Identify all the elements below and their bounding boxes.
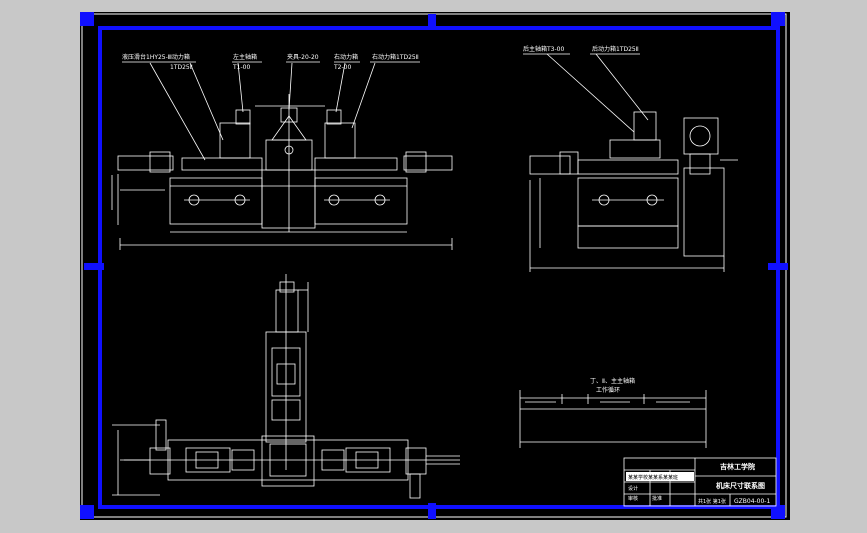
title-block-school: 吉林工学院 <box>720 462 755 471</box>
frame-handles[interactable] <box>80 12 788 519</box>
label-right-power-box: 右动力箱 <box>334 53 358 61</box>
cycle-title: 丁、Ⅱ、主主轴箱 <box>590 377 635 385</box>
work-cycle-diagram <box>519 390 707 448</box>
label-rear-spindle-box: 后主轴箱T3-00 <box>523 45 564 53</box>
sheet-background <box>80 12 790 520</box>
title-block-stamp: 某某学校某某系某某班 <box>628 474 678 481</box>
title-block-row-design: 设计 <box>628 485 638 492</box>
plan-view-drawing <box>112 274 460 499</box>
title-block-row-review: 审核 <box>628 495 638 502</box>
front-view-drawing <box>111 61 453 250</box>
title-block-row-approve: 批准 <box>652 495 662 502</box>
title-block <box>623 457 777 507</box>
label-right-spindle-code: T2-00 <box>333 64 351 71</box>
label-right-power-box-type: 右动力箱1TD25Ⅱ <box>372 53 419 61</box>
title-block-drawing-no: GZB04-00-1 <box>734 498 770 505</box>
label-fixture: 夹具-20-20 <box>287 53 319 61</box>
label-hydraulic-slide: 液压滑台1HY25-Ⅲ动力箱 <box>122 53 190 61</box>
title-block-drawing-name: 机床尺寸联系图 <box>716 481 765 490</box>
cycle-subtitle: 工作循环 <box>596 386 620 394</box>
label-power-box-left: 1TD25Ⅱ <box>170 64 193 71</box>
label-left-spindle-code: T1-00 <box>232 64 250 71</box>
label-rear-power-box: 后动力箱1TD25Ⅱ <box>592 45 639 53</box>
title-block-sheet-count: 共1张 第1张 <box>698 498 726 505</box>
side-view-drawing <box>523 53 738 272</box>
label-left-spindle-box: 左主轴箱 <box>233 53 257 61</box>
